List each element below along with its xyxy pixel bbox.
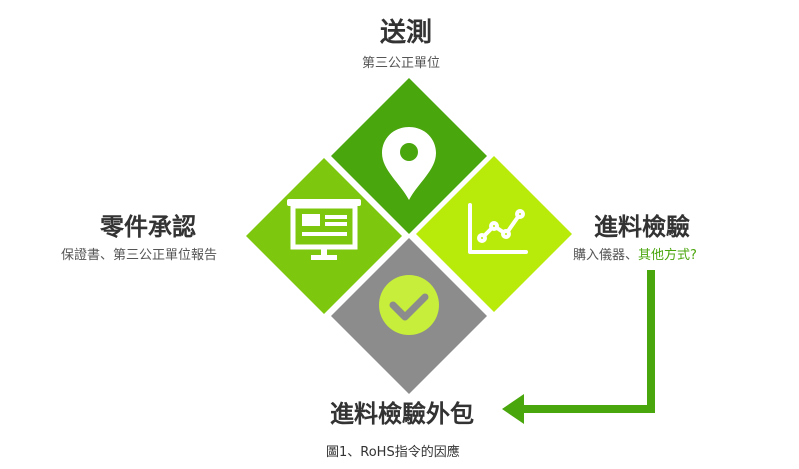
presentation-board-icon <box>287 199 361 260</box>
right-subtitle: 購入儀器、其他方式? <box>573 244 697 263</box>
left-subtitle: 保證書、第三公正單位報告 <box>61 248 218 263</box>
right-subtitle-accent: 其他方式? <box>638 248 697 263</box>
figure-caption: 圖1、RoHS指令的因應 <box>326 445 460 460</box>
left-title: 零件承認 <box>100 213 196 241</box>
top-subtitle: 第三公正單位 <box>362 56 441 71</box>
line-chart-icon <box>468 203 528 254</box>
location-pin-icon <box>382 127 436 200</box>
right-diamond <box>416 156 572 312</box>
right-title: 進料檢驗 <box>594 213 690 241</box>
top-title: 送測 <box>380 18 433 48</box>
check-circle-icon <box>379 275 439 335</box>
bottom-title: 進料檢驗外包 <box>330 400 474 428</box>
right-subtitle-main: 購入儀器、 <box>573 248 639 263</box>
flow-arrow <box>502 270 655 424</box>
